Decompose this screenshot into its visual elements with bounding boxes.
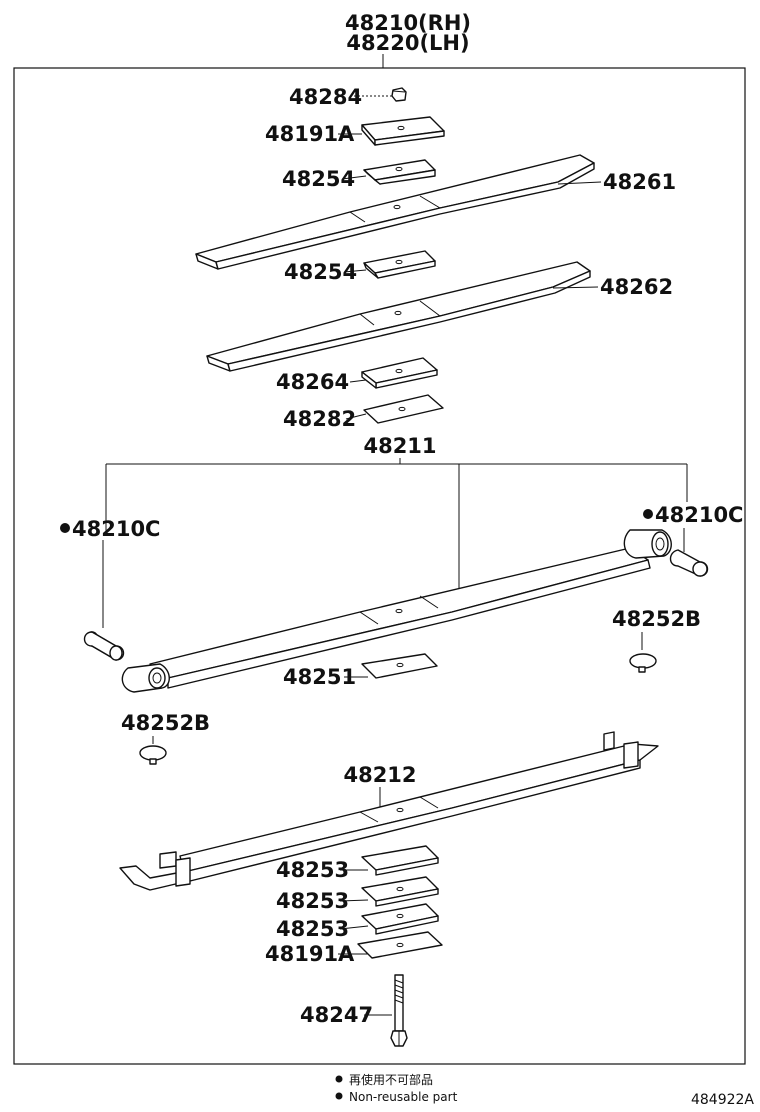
leader-48254-b (343, 269, 367, 273)
leader-48254-a (341, 175, 367, 180)
spacer-48251 (361, 653, 438, 679)
part-label-48210c-left: 48210C (72, 517, 160, 541)
part-label-48252b-right: 48252B (612, 607, 701, 631)
plate-48191a-lower (357, 931, 443, 959)
part-label-48253-c: 48253 (276, 917, 349, 941)
part-label-48252b-left: 48252B (121, 711, 210, 735)
clip-nut (391, 87, 407, 102)
liner-48253-c (361, 903, 439, 935)
liner-48253-b (361, 876, 439, 907)
legend-dot-jp (335, 1075, 343, 1083)
legend-dot-en (335, 1092, 343, 1100)
assembly-rh-label: 48210(RH) (345, 11, 471, 35)
part-label-48251: 48251 (283, 665, 356, 689)
leaf-48262 (206, 261, 591, 372)
spacer-48254-b (363, 250, 436, 279)
part-label-48210c-right: 48210C (655, 503, 743, 527)
legend-text-jp: 再使用不可部品 (349, 1072, 433, 1087)
plate-48191a-upper (361, 116, 445, 146)
part-label-48261: 48261 (603, 170, 676, 194)
liner-48253-a (361, 845, 439, 876)
figure-code: 484922A (691, 1092, 754, 1108)
part-label-48212: 48212 (343, 763, 416, 787)
center-bolt-48247 (390, 974, 408, 1047)
diagram-frame (13, 67, 746, 1065)
part-label-48282: 48282 (283, 407, 356, 431)
bumper-48252b-left (139, 745, 167, 765)
leader-48264 (349, 379, 367, 383)
spacer-48254-a (363, 159, 436, 185)
non-reusable-dot-right (643, 509, 653, 519)
liner-48264 (361, 357, 438, 389)
leader-48282 (345, 413, 367, 420)
bush-48210c-right (669, 549, 709, 577)
leader-48253-b (339, 899, 369, 902)
non-reusable-dot-left (60, 523, 70, 533)
liner-48282 (363, 394, 444, 424)
legend-text-en: Non-reusable part (349, 1090, 458, 1104)
assembly-lh-label: 48220(LH) (346, 31, 469, 55)
bush-48210c-left (83, 631, 125, 661)
part-label-48253-a: 48253 (276, 858, 349, 882)
bumper-48252b-right (629, 653, 657, 673)
part-label-48264: 48264 (276, 370, 349, 394)
leader-48262 (552, 286, 599, 289)
leader-48261 (557, 181, 602, 185)
part-label-48211: 48211 (363, 434, 436, 458)
part-label-48247: 48247 (300, 1003, 373, 1027)
part-label-48253-b: 48253 (276, 889, 349, 913)
part-label-48284: 48284 (289, 85, 362, 109)
main-leaf-48211 (121, 529, 672, 693)
part-label-48262: 48262 (600, 275, 673, 299)
leader-48253-c (339, 925, 369, 930)
leaf-48212 (119, 731, 659, 891)
leaf-48261 (195, 154, 595, 270)
